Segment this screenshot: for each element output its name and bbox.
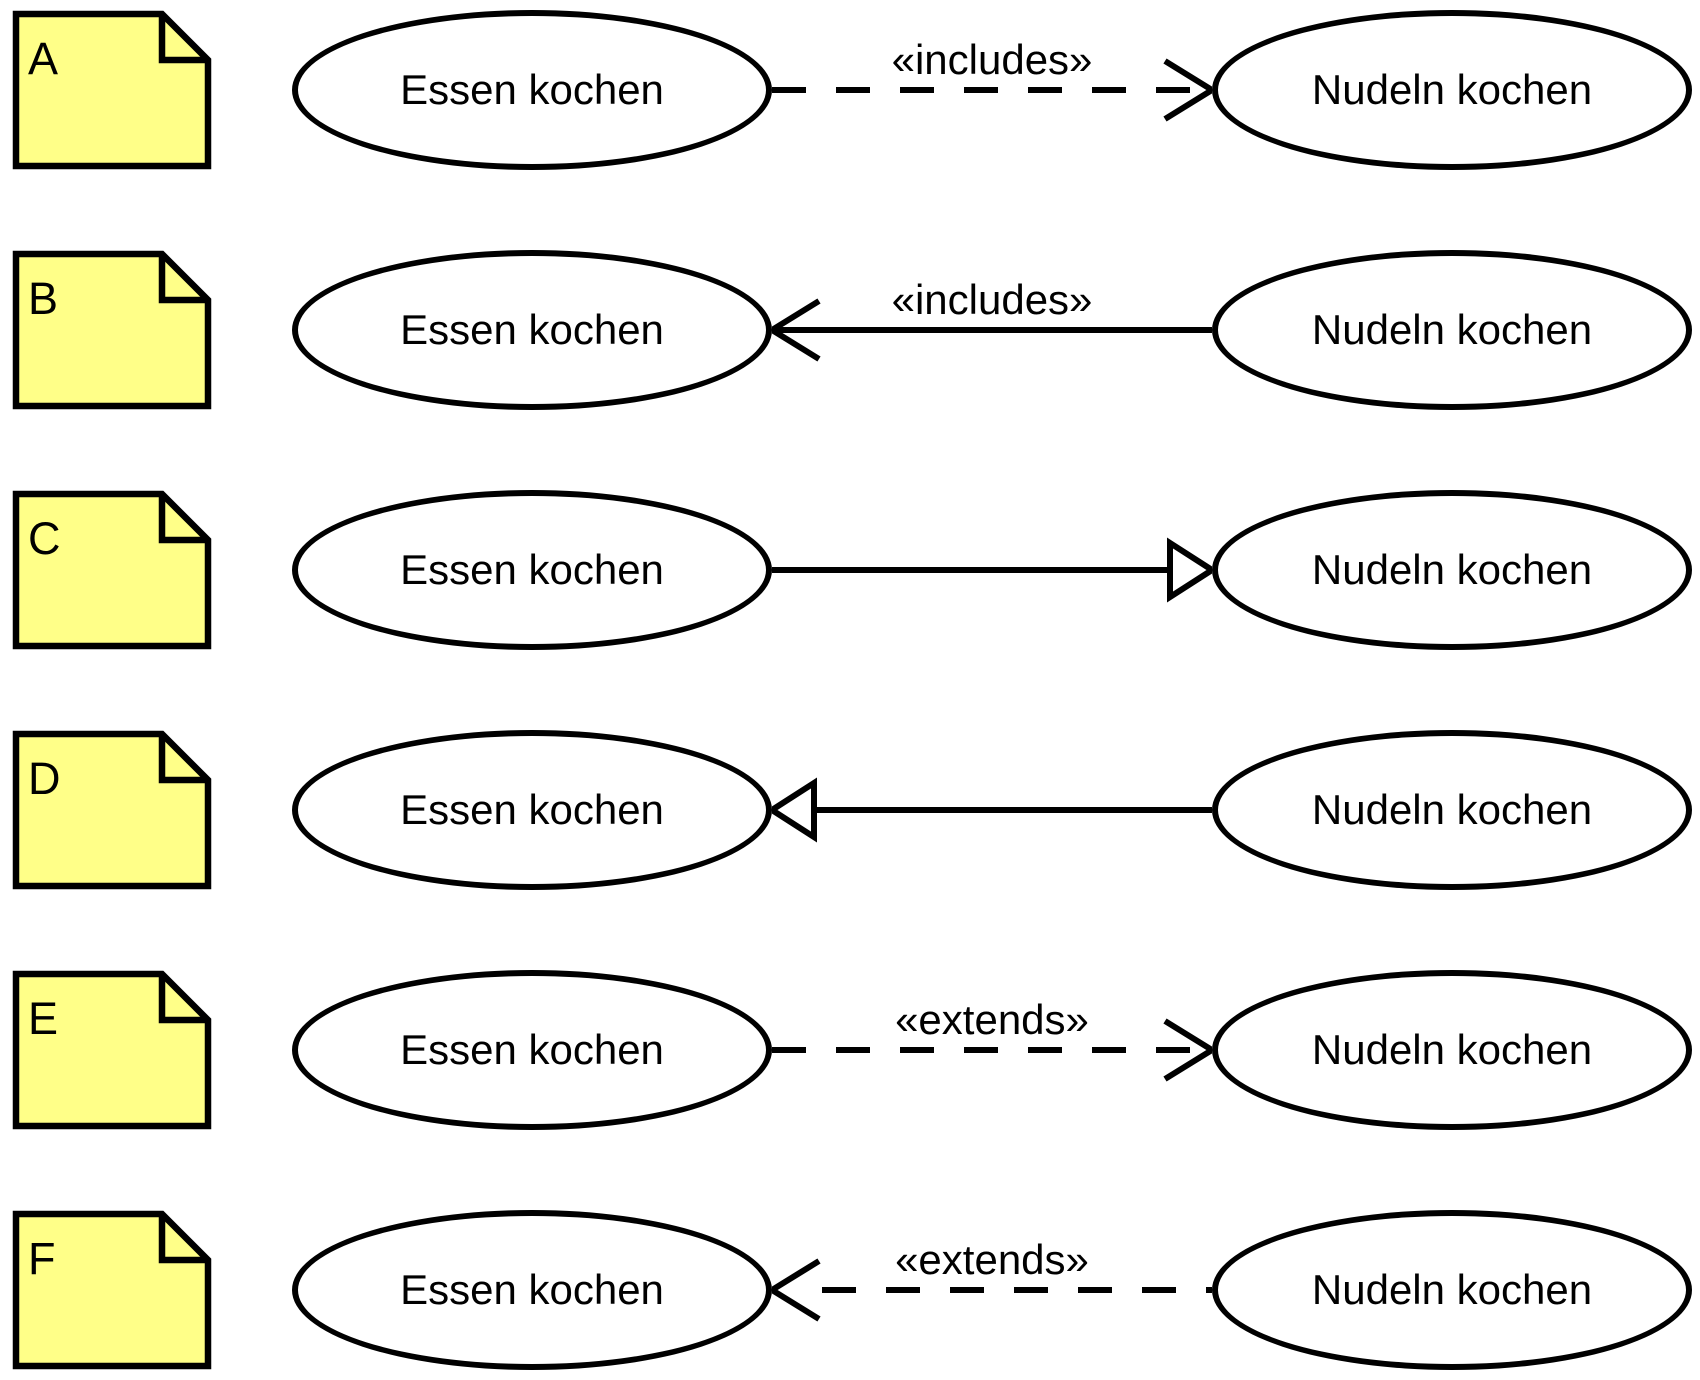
usecase-ellipse-nudeln-kochen[interactable]: Nudeln kochen bbox=[1212, 490, 1692, 650]
usecase-label-left: Essen kochen bbox=[400, 66, 664, 113]
usecase-ellipse-essen-kochen[interactable]: Essen kochen bbox=[292, 250, 772, 410]
note-letter: B bbox=[28, 273, 58, 324]
stereotype-label: «extends» bbox=[895, 1236, 1089, 1283]
usecase-label-left: Essen kochen bbox=[400, 1266, 664, 1313]
usecase-ellipse-essen-kochen[interactable]: Essen kochen bbox=[292, 1210, 772, 1370]
usecase-label-right: Nudeln kochen bbox=[1311, 66, 1593, 113]
diagram-row: B Essen kochen «includes» Nudeln kochen bbox=[0, 250, 1700, 410]
note-fold-icon bbox=[158, 1214, 208, 1264]
note-letter: A bbox=[28, 33, 58, 84]
generalization-arrowhead-icon bbox=[772, 777, 817, 843]
note-icon[interactable]: B bbox=[12, 250, 212, 410]
open-arrowhead-icon bbox=[1163, 1018, 1212, 1082]
note-letter: C bbox=[28, 513, 61, 564]
usecase-label-right: Nudeln kochen bbox=[1311, 1026, 1593, 1073]
usecase-ellipse-nudeln-kochen[interactable]: Nudeln kochen bbox=[1212, 250, 1692, 410]
note-icon[interactable]: A bbox=[12, 10, 212, 170]
diagram-row: D Essen kochen Nudeln kochen bbox=[0, 730, 1700, 890]
diagram-row: F Essen kochen «extends» Nudeln kochen bbox=[0, 1210, 1700, 1370]
note-fold-icon bbox=[158, 254, 208, 304]
diagram-row: E Essen kochen «extends» Nudeln kochen bbox=[0, 970, 1700, 1130]
relationship-connector bbox=[772, 777, 1212, 843]
open-arrowhead-icon bbox=[772, 298, 821, 362]
note-letter: F bbox=[28, 1233, 56, 1284]
stereotype-label: «extends» bbox=[895, 996, 1089, 1043]
relationship-connector bbox=[772, 537, 1212, 603]
note-icon[interactable]: F bbox=[12, 1210, 212, 1370]
diagram-row: C Essen kochen Nudeln kochen bbox=[0, 490, 1700, 650]
usecase-label-left: Essen kochen bbox=[400, 306, 664, 353]
relationship-connector: «extends» bbox=[772, 996, 1212, 1082]
note-fold-icon bbox=[158, 14, 208, 64]
diagram-row: A Essen kochen «includes» Nudeln kochen bbox=[0, 10, 1700, 170]
usecase-ellipse-nudeln-kochen[interactable]: Nudeln kochen bbox=[1212, 1210, 1692, 1370]
usecase-ellipse-nudeln-kochen[interactable]: Nudeln kochen bbox=[1212, 970, 1692, 1130]
note-fold-icon bbox=[158, 494, 208, 544]
note-fold-icon bbox=[158, 734, 208, 784]
note-fold-icon bbox=[158, 974, 208, 1024]
note-letter: E bbox=[28, 993, 58, 1044]
open-arrowhead-icon bbox=[772, 1258, 821, 1322]
usecase-ellipse-essen-kochen[interactable]: Essen kochen bbox=[292, 970, 772, 1130]
usecase-label-left: Essen kochen bbox=[400, 1026, 664, 1073]
relationship-connector: «includes» bbox=[772, 276, 1212, 362]
stereotype-label: «includes» bbox=[892, 276, 1093, 323]
usecase-label-left: Essen kochen bbox=[400, 786, 664, 833]
note-icon[interactable]: E bbox=[12, 970, 212, 1130]
relationship-connector: «extends» bbox=[772, 1236, 1212, 1322]
note-letter: D bbox=[28, 753, 61, 804]
usecase-ellipse-essen-kochen[interactable]: Essen kochen bbox=[292, 490, 772, 650]
usecase-label-left: Essen kochen bbox=[400, 546, 664, 593]
usecase-ellipse-nudeln-kochen[interactable]: Nudeln kochen bbox=[1212, 10, 1692, 170]
usecase-label-right: Nudeln kochen bbox=[1311, 546, 1593, 593]
usecase-label-right: Nudeln kochen bbox=[1311, 1266, 1593, 1313]
usecase-ellipse-essen-kochen[interactable]: Essen kochen bbox=[292, 730, 772, 890]
open-arrowhead-icon bbox=[1163, 58, 1212, 122]
usecase-ellipse-essen-kochen[interactable]: Essen kochen bbox=[292, 10, 772, 170]
generalization-arrowhead-icon bbox=[1167, 537, 1212, 603]
stereotype-label: «includes» bbox=[892, 36, 1093, 83]
usecase-ellipse-nudeln-kochen[interactable]: Nudeln kochen bbox=[1212, 730, 1692, 890]
usecase-label-right: Nudeln kochen bbox=[1311, 786, 1593, 833]
note-icon[interactable]: D bbox=[12, 730, 212, 890]
usecase-label-right: Nudeln kochen bbox=[1311, 306, 1593, 353]
relationship-connector: «includes» bbox=[772, 36, 1212, 122]
note-icon[interactable]: C bbox=[12, 490, 212, 650]
